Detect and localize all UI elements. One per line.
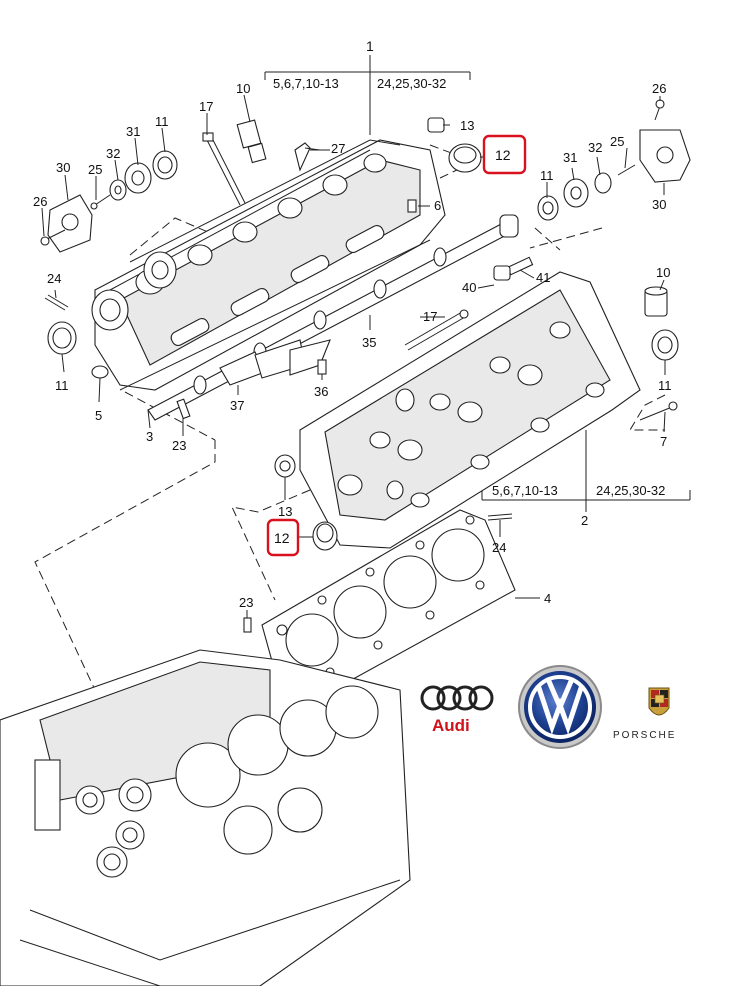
top-cylinder-head bbox=[91, 139, 446, 391]
callout-group-top-right: 24,25,30-32 bbox=[377, 76, 446, 91]
porsche-logo: PORSCHE bbox=[613, 687, 676, 741]
bottom-cylinder-head bbox=[299, 271, 679, 549]
engine-block bbox=[0, 649, 411, 986]
callout-32-left: 32 bbox=[106, 146, 120, 161]
callout-17-mid: 17 bbox=[423, 309, 437, 324]
callout-17-top: 17 bbox=[199, 99, 213, 114]
highlighted-callout-12-top[interactable]: 12 bbox=[482, 134, 527, 175]
callout-30-right: 30 bbox=[652, 197, 666, 212]
callout-24-top: 24 bbox=[47, 271, 61, 286]
callout-40: 40 bbox=[462, 280, 476, 295]
callout-13-bottom: 13 bbox=[278, 504, 292, 519]
callout-group-bottom-right: 24,25,30-32 bbox=[596, 483, 665, 498]
audi-wordmark: Audi bbox=[432, 716, 470, 735]
callout-25-right: 25 bbox=[610, 134, 624, 149]
callout-5: 5 bbox=[95, 408, 102, 423]
callout-23-bottom: 23 bbox=[239, 595, 253, 610]
callout-30-left: 30 bbox=[56, 160, 70, 175]
callout-3: 3 bbox=[146, 429, 153, 444]
callout-6: 6 bbox=[434, 198, 441, 213]
callout-36: 36 bbox=[314, 384, 328, 399]
camshaft bbox=[147, 214, 534, 421]
left-small-parts bbox=[44, 294, 191, 420]
audi-logo: Audi bbox=[420, 685, 494, 735]
callout-27: 27 bbox=[331, 141, 345, 156]
callout-11-right-bottom: 11 bbox=[658, 378, 672, 393]
highlighted-callout-12-bottom[interactable]: 12 bbox=[266, 518, 300, 557]
callout-10-top: 10 bbox=[236, 81, 250, 96]
leader-lines bbox=[41, 94, 666, 618]
bottom-cap-parts bbox=[274, 454, 513, 551]
callout-group-top-left: 5,6,7,10-13 bbox=[273, 76, 339, 91]
callout-7: 7 bbox=[660, 434, 667, 449]
callout-31-right: 31 bbox=[563, 150, 577, 165]
callout-24-bottom: 24 bbox=[492, 540, 506, 555]
callout-31-left: 31 bbox=[126, 124, 140, 139]
top-group-bracket bbox=[264, 55, 471, 135]
callout-26-right: 26 bbox=[652, 81, 666, 96]
callout-1: 1 bbox=[366, 38, 374, 54]
callout-12-bottom: 12 bbox=[274, 530, 290, 546]
callout-35: 35 bbox=[362, 335, 376, 350]
callout-11-right-top: 11 bbox=[540, 168, 554, 183]
callout-2: 2 bbox=[581, 513, 588, 528]
head-gasket bbox=[243, 509, 516, 701]
callout-32-right: 32 bbox=[588, 140, 602, 155]
callout-11-top-left: 11 bbox=[155, 114, 169, 129]
top-left-adjuster-parts bbox=[40, 150, 178, 253]
bottom-group-bracket bbox=[481, 430, 691, 512]
callout-41: 41 bbox=[536, 270, 550, 285]
callout-labels: 1 5,6,7,10-13 24,25,30-32 10 17 31 11 32… bbox=[33, 38, 672, 610]
vw-logo bbox=[518, 665, 602, 749]
callout-12-top: 12 bbox=[495, 147, 511, 163]
callout-13-top: 13 bbox=[460, 118, 474, 133]
callout-group-bottom-left: 5,6,7,10-13 bbox=[492, 483, 558, 498]
top-right-adjuster-parts bbox=[448, 99, 691, 221]
porsche-wordmark: PORSCHE bbox=[613, 730, 676, 741]
callout-25-left: 25 bbox=[88, 162, 102, 177]
callout-23-top: 23 bbox=[172, 438, 186, 453]
callout-37: 37 bbox=[230, 398, 244, 413]
callout-4: 4 bbox=[544, 591, 551, 606]
callout-26-left: 26 bbox=[33, 194, 47, 209]
callout-11-left: 11 bbox=[55, 378, 69, 393]
callout-10-right: 10 bbox=[656, 265, 670, 280]
top-small-parts bbox=[202, 117, 445, 213]
